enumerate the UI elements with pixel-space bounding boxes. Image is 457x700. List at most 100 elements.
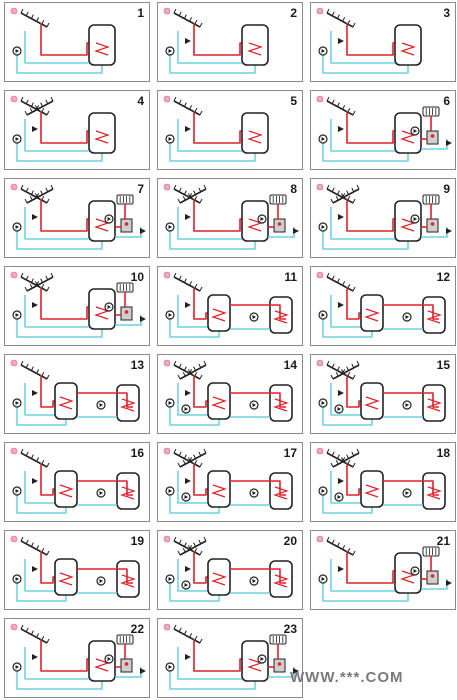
pump-icon	[165, 398, 175, 408]
solar-collector-icon	[330, 448, 360, 468]
cold-pipe	[322, 401, 373, 426]
cold-pipe	[177, 471, 208, 504]
storage-tank-icon	[207, 382, 231, 420]
hot-pipe	[77, 480, 133, 496]
valve-icon	[140, 316, 146, 322]
valve-icon	[338, 302, 344, 308]
pump-icon	[249, 488, 259, 498]
panel-number: 20	[283, 534, 297, 548]
solar-collector-icon	[173, 536, 203, 556]
schematic-panel-15: 15	[310, 354, 456, 434]
solar-collector-icon	[330, 184, 360, 204]
panel-number: 13	[130, 358, 144, 372]
schematic-panel-1: 1	[4, 2, 150, 82]
pump-icon	[402, 400, 412, 410]
schematic-panel-12: 12	[310, 266, 456, 346]
solar-collector-icon	[326, 8, 356, 28]
pump-icon	[181, 580, 191, 590]
cold-pipe	[177, 647, 242, 680]
schematic-diagram	[316, 447, 446, 514]
sun-icon	[163, 183, 171, 191]
pump-icon	[12, 46, 22, 56]
valve-icon	[32, 390, 38, 396]
storage-tank-icon	[207, 558, 231, 596]
schematic-panel-3: 3	[310, 2, 456, 82]
pump-icon	[96, 488, 106, 498]
schematic-panel-17: 17	[157, 442, 303, 522]
pump-icon	[249, 400, 259, 410]
schematic-panel-21: 21	[310, 530, 456, 610]
cold-pipe	[16, 137, 103, 162]
pump-icon	[318, 310, 328, 320]
valve-icon	[32, 126, 38, 132]
schematic-panel-11: 11	[157, 266, 303, 346]
schematic-panel-13: 13	[4, 354, 150, 434]
panel-number: 10	[130, 270, 144, 284]
cold-pipe	[24, 471, 55, 504]
valve-icon	[338, 566, 344, 572]
cold-pipe	[330, 383, 361, 416]
pump-icon	[104, 214, 114, 224]
sun-icon	[10, 7, 18, 15]
cold-pipe	[24, 31, 89, 64]
solar-collector-icon	[326, 272, 356, 292]
valve-icon	[185, 566, 191, 572]
solar-collector-icon	[177, 360, 207, 380]
pump-icon	[257, 654, 267, 664]
storage-tank-icon	[207, 470, 231, 508]
pump-icon	[318, 222, 328, 232]
pump-icon	[104, 302, 114, 312]
sun-icon	[163, 623, 171, 631]
cold-pipe	[330, 295, 361, 328]
pump-icon	[410, 214, 420, 224]
pump-icon	[181, 492, 191, 502]
schematic-diagram	[163, 535, 293, 602]
schematic-panel-14: 14	[157, 354, 303, 434]
sun-icon	[10, 271, 18, 279]
valve-icon	[338, 214, 344, 220]
pump-icon	[12, 398, 22, 408]
storage-tank-icon	[54, 558, 78, 596]
solar-collector-icon	[24, 96, 54, 116]
solar-collector-icon	[20, 272, 50, 292]
hot-pipe	[77, 568, 133, 584]
storage-tank-icon	[116, 384, 140, 422]
cold-pipe	[322, 137, 409, 162]
solar-collector-icon	[173, 448, 203, 468]
cold-pipe	[24, 207, 89, 240]
schematic-panel-23: 23	[157, 618, 303, 698]
valve-icon	[140, 668, 146, 674]
solar-collector-icon	[326, 184, 356, 204]
valve-icon	[140, 228, 146, 234]
solar-collector-icon	[20, 624, 50, 644]
pump-icon	[165, 46, 175, 56]
cold-pipe	[322, 313, 373, 338]
solar-collector-icon	[173, 96, 203, 116]
storage-tank-icon	[422, 472, 446, 510]
valve-icon	[293, 668, 299, 674]
pump-icon	[165, 222, 175, 232]
schematic-diagram	[10, 535, 140, 602]
boiler-icon	[120, 306, 133, 321]
schematic-panel-18: 18	[310, 442, 456, 522]
cold-pipe	[169, 401, 220, 426]
panel-number: 16	[130, 446, 144, 460]
storage-tank-icon	[360, 382, 384, 420]
panel-number: 7	[137, 182, 144, 196]
solar-collector-icon	[177, 448, 207, 468]
cold-pipe	[24, 295, 89, 328]
panel-number: 17	[283, 446, 297, 460]
cold-pipe	[16, 665, 103, 690]
panel-number: 3	[443, 6, 450, 20]
sun-icon	[10, 623, 18, 631]
schematic-panel-6: 6	[310, 90, 456, 170]
schematic-diagram	[316, 271, 446, 338]
solar-collector-icon	[20, 360, 50, 380]
pump-icon	[318, 486, 328, 496]
schematic-panel-22: 22	[4, 618, 150, 698]
cold-pipe	[16, 49, 103, 74]
sun-icon	[316, 95, 324, 103]
cold-pipe	[24, 119, 89, 152]
pump-icon	[12, 310, 22, 320]
cold-pipe	[177, 559, 208, 592]
